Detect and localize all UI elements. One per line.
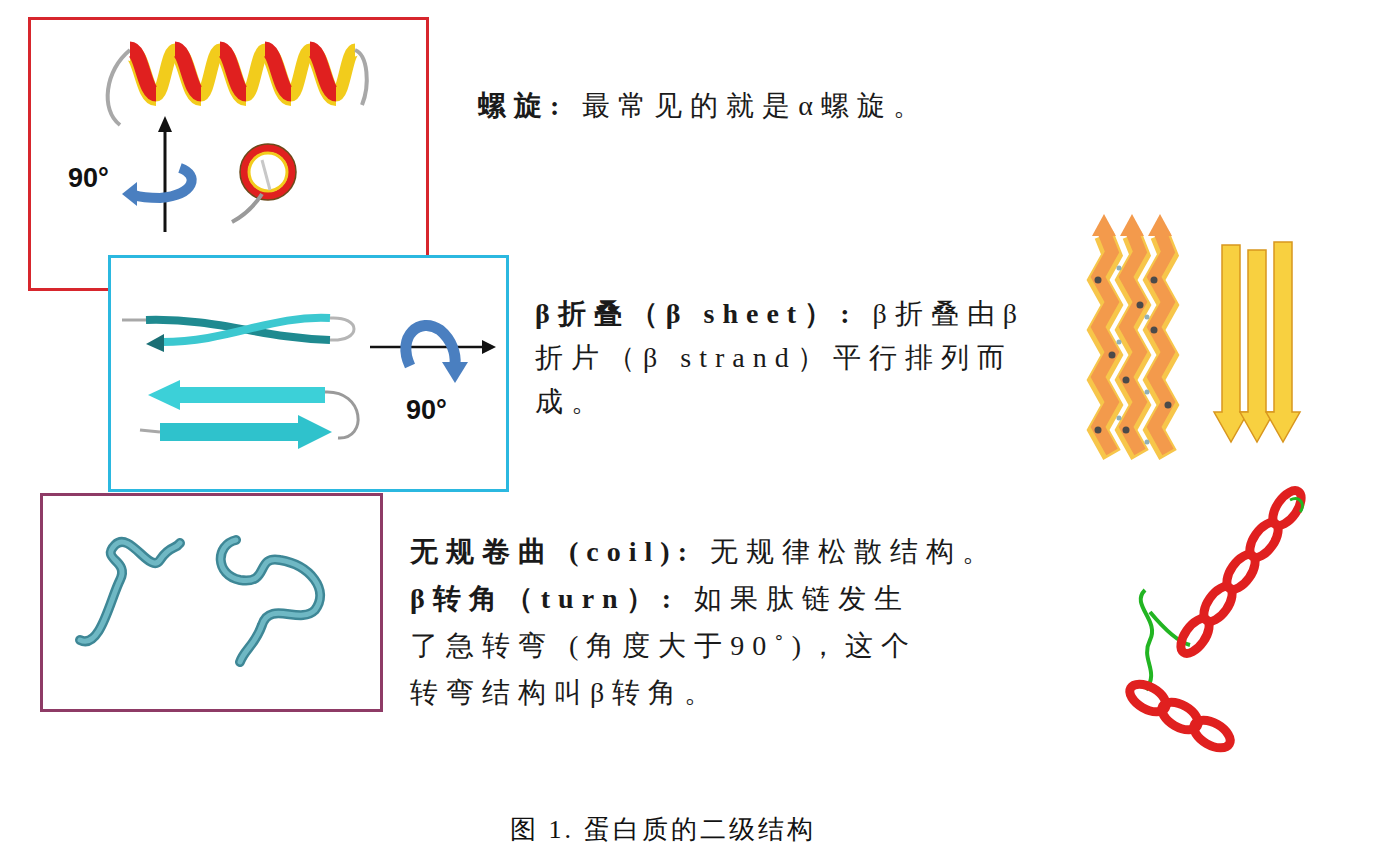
beta-strand-atoms-part-part: [1117, 340, 1122, 345]
beta-strand-atoms-part-part: [1145, 315, 1150, 320]
term-heading: β折叠（β sheet）:: [535, 298, 857, 329]
beta-sheet-edge-view-part: [330, 318, 354, 340]
beta-strand-atoms: [1092, 214, 1172, 455]
term-heading: 无规卷曲 (coil):: [410, 536, 695, 567]
frames-part: [30, 19, 428, 290]
rotation-symbol-part: [370, 346, 484, 349]
helix-end-view-part: [262, 160, 270, 190]
term-definition: 最常见的就是α螺旋。: [582, 90, 929, 121]
alpha-helix-part-part: [156, 50, 175, 95]
beta-strand-atoms-part-part: [1145, 440, 1150, 445]
beta-strand-atoms-part-part: [1095, 277, 1102, 284]
beta-strand-atoms-part-part: [1123, 427, 1130, 434]
random-coil-part: [80, 542, 180, 641]
figure-frame: 90°: [108, 255, 508, 492]
helix-turn-part: [1290, 499, 1302, 512]
helix-end-view-part: [244, 148, 292, 196]
helix-turn-part-part: [1189, 714, 1235, 753]
coil-description: 无规卷曲 (coil): 无规律松散结构。: [410, 528, 1110, 575]
beta-sheet-face-view: [140, 380, 358, 449]
beta-strand-atoms-part-part: [1137, 302, 1144, 309]
figure-caption: 图 1. 蛋白质的二级结构: [510, 812, 816, 847]
rotation-angle: 90°: [68, 163, 109, 194]
helix-end-view-part: [249, 153, 287, 191]
beta-sheet-face-view-part: [160, 423, 300, 441]
beta-sheet-face-view-part: [148, 380, 180, 410]
beta-strand-atoms-part-part: [1095, 427, 1102, 434]
beta-strand-atoms-part: [1154, 232, 1168, 452]
beta-strand-atoms-part: [1117, 266, 1150, 445]
rotation-symbol: [122, 116, 192, 232]
rotation-symbol-part: [134, 168, 192, 198]
term-heading: β转角（turn）:: [410, 583, 679, 614]
beta-strand-atoms-part: [1098, 232, 1112, 452]
alpha-helix-part: [108, 50, 130, 125]
helix-description: 螺旋: 最常见的就是α螺旋。: [478, 84, 1178, 128]
beta-strand-arrows: [1214, 242, 1300, 442]
rotation-symbol-part: [158, 116, 172, 132]
figure-frame: 90°: [28, 17, 428, 290]
beta-sheet-face-view-part: [298, 415, 332, 449]
alpha-helix-part-part: [220, 49, 246, 94]
alpha-helix-part-part: [336, 50, 355, 95]
helix-turn-part-part: [1267, 486, 1306, 530]
random-coil-part: [221, 540, 320, 662]
frames-part: [42, 495, 382, 711]
beta-sheet-edge-view-part: [122, 319, 146, 322]
beta-strand-atoms-part-part: [1165, 402, 1172, 409]
beta-strand-atoms-part-part: [1151, 327, 1158, 334]
beta-sheet-edge-view: [122, 318, 354, 352]
beta-sheet-edge-view-part: [162, 318, 330, 342]
random-coil-part: [80, 542, 180, 641]
helix-end-view: [232, 144, 296, 222]
beta-strand-arrows-part: [1266, 242, 1300, 442]
term-heading: 螺旋:: [478, 90, 567, 121]
turn-description: β转角（turn）: 如果肽链发生了急转弯 (角度大于90˚)，这个转弯结构叫β…: [410, 575, 930, 716]
rotation-symbol-part: [164, 128, 167, 232]
beta-strand-atoms-part-part: [1145, 390, 1150, 395]
beta-strand-atoms-part-part: [1109, 352, 1116, 359]
rotation-angle: 90°: [406, 395, 447, 426]
beta-strand-atoms-part-part: [1151, 277, 1158, 284]
alpha-helix-part-part: [175, 49, 201, 94]
beta-sheet-edge-view-part: [146, 334, 164, 352]
beta-strand-atoms-part: [1120, 214, 1144, 236]
beta-strand-atoms-part: [1095, 277, 1172, 434]
rotation-symbol: [370, 325, 496, 383]
helix-turn: [1125, 486, 1306, 754]
alpha-helix: [108, 49, 367, 125]
alpha-helix-part: [130, 49, 336, 94]
rotation-symbol-part: [442, 362, 468, 383]
helix-end-view-part: [240, 144, 296, 200]
beta-sheet-face-view-part: [325, 392, 358, 438]
random-coil: [80, 540, 320, 662]
beta-strand-atoms-part-part: [1117, 266, 1122, 271]
alpha-helix-part-part: [130, 49, 156, 94]
beta-strand-atoms-part-part: [1123, 377, 1130, 384]
beta-strand-atoms-part: [1092, 214, 1116, 236]
beta-sheet-face-view-part: [140, 430, 160, 432]
rotation-symbol-part: [122, 182, 137, 206]
alpha-helix-part-part: [265, 49, 291, 94]
beta-strand-atoms-part-part: [1117, 416, 1122, 421]
alpha-helix-part-part: [310, 49, 336, 94]
beta-strand-atoms-part: [1148, 214, 1172, 236]
sheet-description: β折叠（β sheet）: β折叠由β折片（β strand）平行排列而成。: [535, 292, 1035, 424]
term-definition: 无规律松散结构。: [710, 536, 998, 567]
frames-part: [110, 257, 508, 491]
random-coil-part: [221, 540, 320, 662]
helix-turn-part: [1125, 486, 1306, 754]
beta-sheet-face-view-part: [178, 387, 325, 403]
alpha-helix-part-part: [201, 50, 220, 95]
helix-turn-part: [1141, 590, 1152, 690]
beta-strand-atoms-part: [1126, 232, 1140, 452]
alpha-helix-part-part: [291, 50, 310, 95]
rotation-symbol-part: [406, 325, 455, 366]
alpha-helix-part: [355, 50, 367, 105]
rotation-symbol-part: [482, 340, 496, 354]
helix-end-view-part: [232, 194, 262, 222]
alpha-helix-part-part: [246, 50, 265, 95]
